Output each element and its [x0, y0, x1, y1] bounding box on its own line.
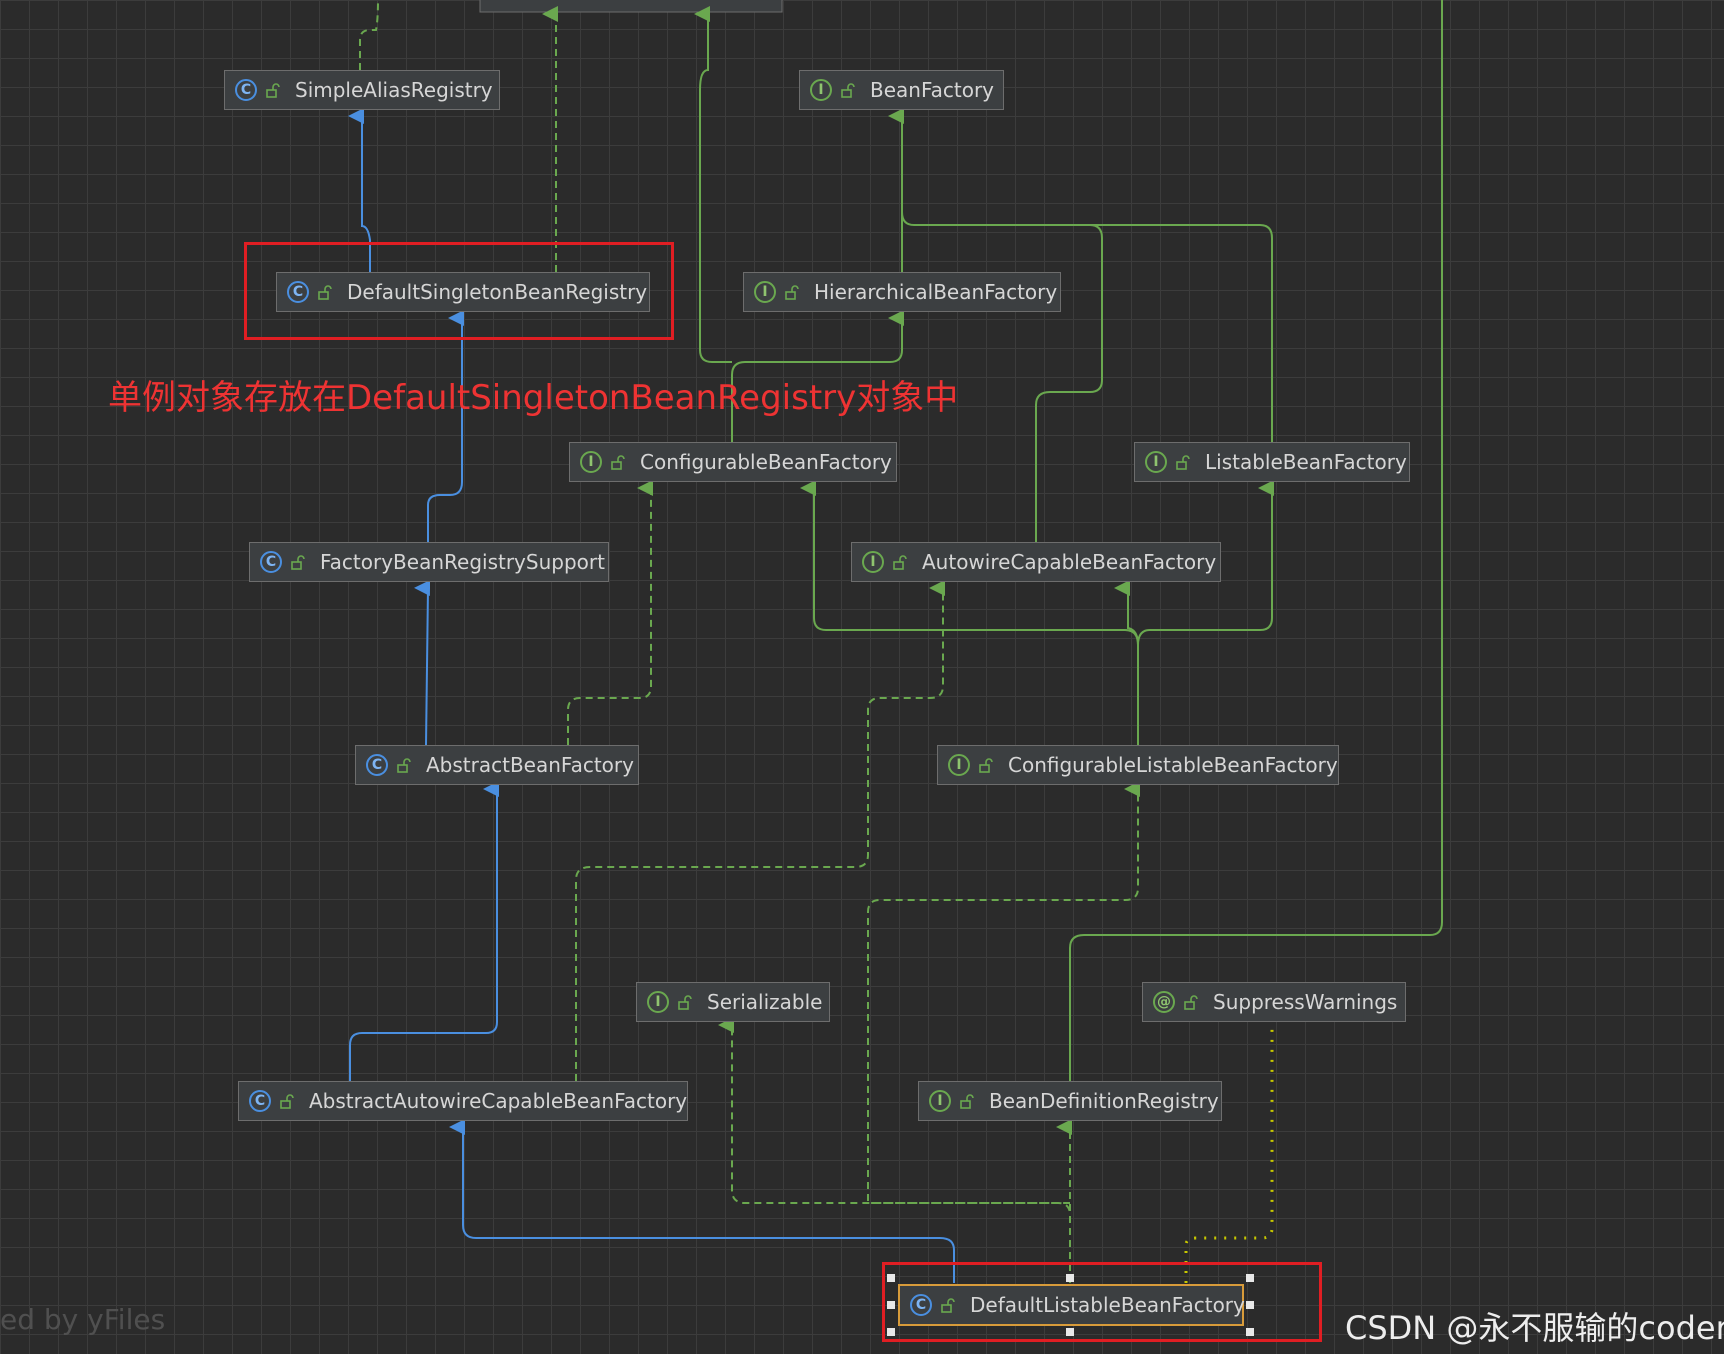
selection-handle[interactable] [887, 1274, 895, 1282]
edge-clbf-to-lbf [1137, 480, 1274, 646]
class-icon: C [287, 281, 309, 303]
unlock-icon [318, 285, 332, 300]
edge-cbf-to-top [694, 6, 732, 363]
unlock-icon [893, 555, 907, 570]
edge-cbf-to-hbf [731, 310, 904, 442]
interface-icon: I [580, 451, 602, 473]
node-listable-bean-factory[interactable]: I ListableBeanFactory [1134, 442, 1410, 482]
unlock-icon [291, 555, 305, 570]
selection-handle[interactable] [887, 1328, 895, 1336]
unlock-icon [841, 83, 855, 98]
edge-aacbf-to-acbf [575, 580, 945, 1081]
node-configurable-listable-bean-factory[interactable]: I ConfigurableListableBeanFactory [937, 745, 1339, 785]
unlock-icon [979, 758, 993, 773]
node-abstract-bean-factory[interactable]: C AbstractBeanFactory [355, 745, 639, 785]
yfiles-watermark: ed by yFiles [0, 1303, 166, 1336]
class-icon: C [249, 1090, 271, 1112]
edge-dlbf-to-aacbf [449, 1119, 955, 1283]
unlock-icon [960, 1094, 974, 1109]
class-icon: C [366, 754, 388, 776]
node-default-listable-bean-factory[interactable]: C DefaultListableBeanFactory [898, 1284, 1245, 1326]
node-label: SimpleAliasRegistry [295, 78, 493, 102]
annotation-text: 单例对象存放在DefaultSingletonBeanRegistry对象中 [108, 378, 959, 418]
node-hierarchical-bean-factory[interactable]: I HierarchicalBeanFactory [743, 272, 1061, 312]
edge-dlbf-to-suppresswarnings [1184, 1024, 1274, 1283]
unlock-icon [1176, 455, 1190, 470]
unlock-icon [611, 455, 625, 470]
unlock-icon [266, 83, 280, 98]
node-autowire-capable-bean-factory[interactable]: I AutowireCapableBeanFactory [851, 542, 1221, 582]
edge-bdr-to-right [1069, 0, 1443, 1081]
edge-clbf-to-acbf [1114, 580, 1139, 646]
node-label: AbstractBeanFactory [426, 753, 634, 777]
interface-icon: I [810, 79, 832, 101]
offscreen-node [479, 0, 783, 13]
selection-handle[interactable] [1066, 1274, 1074, 1282]
edge-abf-to-fbrs [414, 580, 431, 746]
node-bean-factory[interactable]: I BeanFactory [799, 70, 1004, 110]
node-label: AutowireCapableBeanFactory [922, 550, 1217, 574]
node-label: Serializable [707, 990, 823, 1014]
node-configurable-bean-factory[interactable]: I ConfigurableBeanFactory [569, 442, 897, 482]
node-label: HierarchicalBeanFactory [814, 280, 1058, 304]
interface-icon: I [948, 754, 970, 776]
edge-acbf-to-beanfactory [901, 211, 1103, 542]
interface-icon: I [647, 991, 669, 1013]
node-bean-definition-registry[interactable]: I BeanDefinitionRegistry [918, 1081, 1222, 1121]
unlock-icon [280, 1094, 294, 1109]
interface-icon: I [1145, 451, 1167, 473]
unlock-icon [785, 285, 799, 300]
unlock-icon [678, 995, 692, 1010]
unlock-icon [1184, 995, 1198, 1010]
edge-dlbf-to-clbf [867, 781, 1140, 1205]
annotation-icon: @ [1153, 991, 1175, 1013]
node-label: SuppressWarnings [1213, 990, 1398, 1014]
node-label: ConfigurableListableBeanFactory [1008, 753, 1338, 777]
edge-aacbf-to-abf [349, 781, 499, 1081]
interface-icon: I [929, 1090, 951, 1112]
edge-dlbf-to-serializable [718, 1017, 1071, 1283]
class-icon: C [235, 79, 257, 101]
unlock-icon [941, 1298, 955, 1313]
class-icon: C [260, 551, 282, 573]
selection-handle[interactable] [1246, 1301, 1254, 1309]
node-abstract-autowire-capable-bean-factory[interactable]: C AbstractAutowireCapableBeanFactory [238, 1081, 688, 1121]
node-default-singleton-bean-registry[interactable]: C DefaultSingletonBeanRegistry [276, 272, 650, 312]
edge-fbrs-to-dsbr [427, 310, 464, 542]
interface-icon: I [862, 551, 884, 573]
edge-lbf-to-beanfactory [1090, 224, 1273, 442]
selection-handle[interactable] [1066, 1328, 1074, 1336]
node-label: DefaultListableBeanFactory [970, 1293, 1245, 1317]
highlight-box-singleton-registry [244, 242, 674, 340]
selection-handle[interactable] [1246, 1274, 1254, 1282]
edge-dsbr-to-simplealias [348, 108, 371, 272]
node-simple-alias-registry[interactable]: C SimpleAliasRegistry [224, 70, 500, 110]
selection-handle[interactable] [887, 1301, 895, 1309]
node-suppress-warnings[interactable]: @ SuppressWarnings [1142, 982, 1406, 1022]
node-factory-bean-registry-support[interactable]: C FactoryBeanRegistrySupport [249, 542, 609, 582]
node-label: ConfigurableBeanFactory [640, 450, 892, 474]
node-label: FactoryBeanRegistrySupport [320, 550, 605, 574]
interface-icon: I [754, 281, 776, 303]
node-label: BeanFactory [870, 78, 995, 102]
unlock-icon [397, 758, 411, 773]
edge-abf-to-cbf [567, 480, 653, 745]
edge-clbf-to-cbf [800, 480, 1139, 745]
edge-dsbr-top-link [359, 0, 379, 70]
node-label: DefaultSingletonBeanRegistry [347, 280, 648, 304]
node-label: ListableBeanFactory [1205, 450, 1407, 474]
node-serializable[interactable]: I Serializable [636, 982, 830, 1022]
node-label: AbstractAutowireCapableBeanFactory [309, 1089, 688, 1113]
selection-handle[interactable] [1246, 1328, 1254, 1336]
highlight-box-listable-factory [882, 1262, 1322, 1342]
csdn-watermark: CSDN @永不服输的coder [1345, 1309, 1724, 1347]
node-label: BeanDefinitionRegistry [989, 1089, 1219, 1113]
class-icon: C [910, 1294, 932, 1316]
